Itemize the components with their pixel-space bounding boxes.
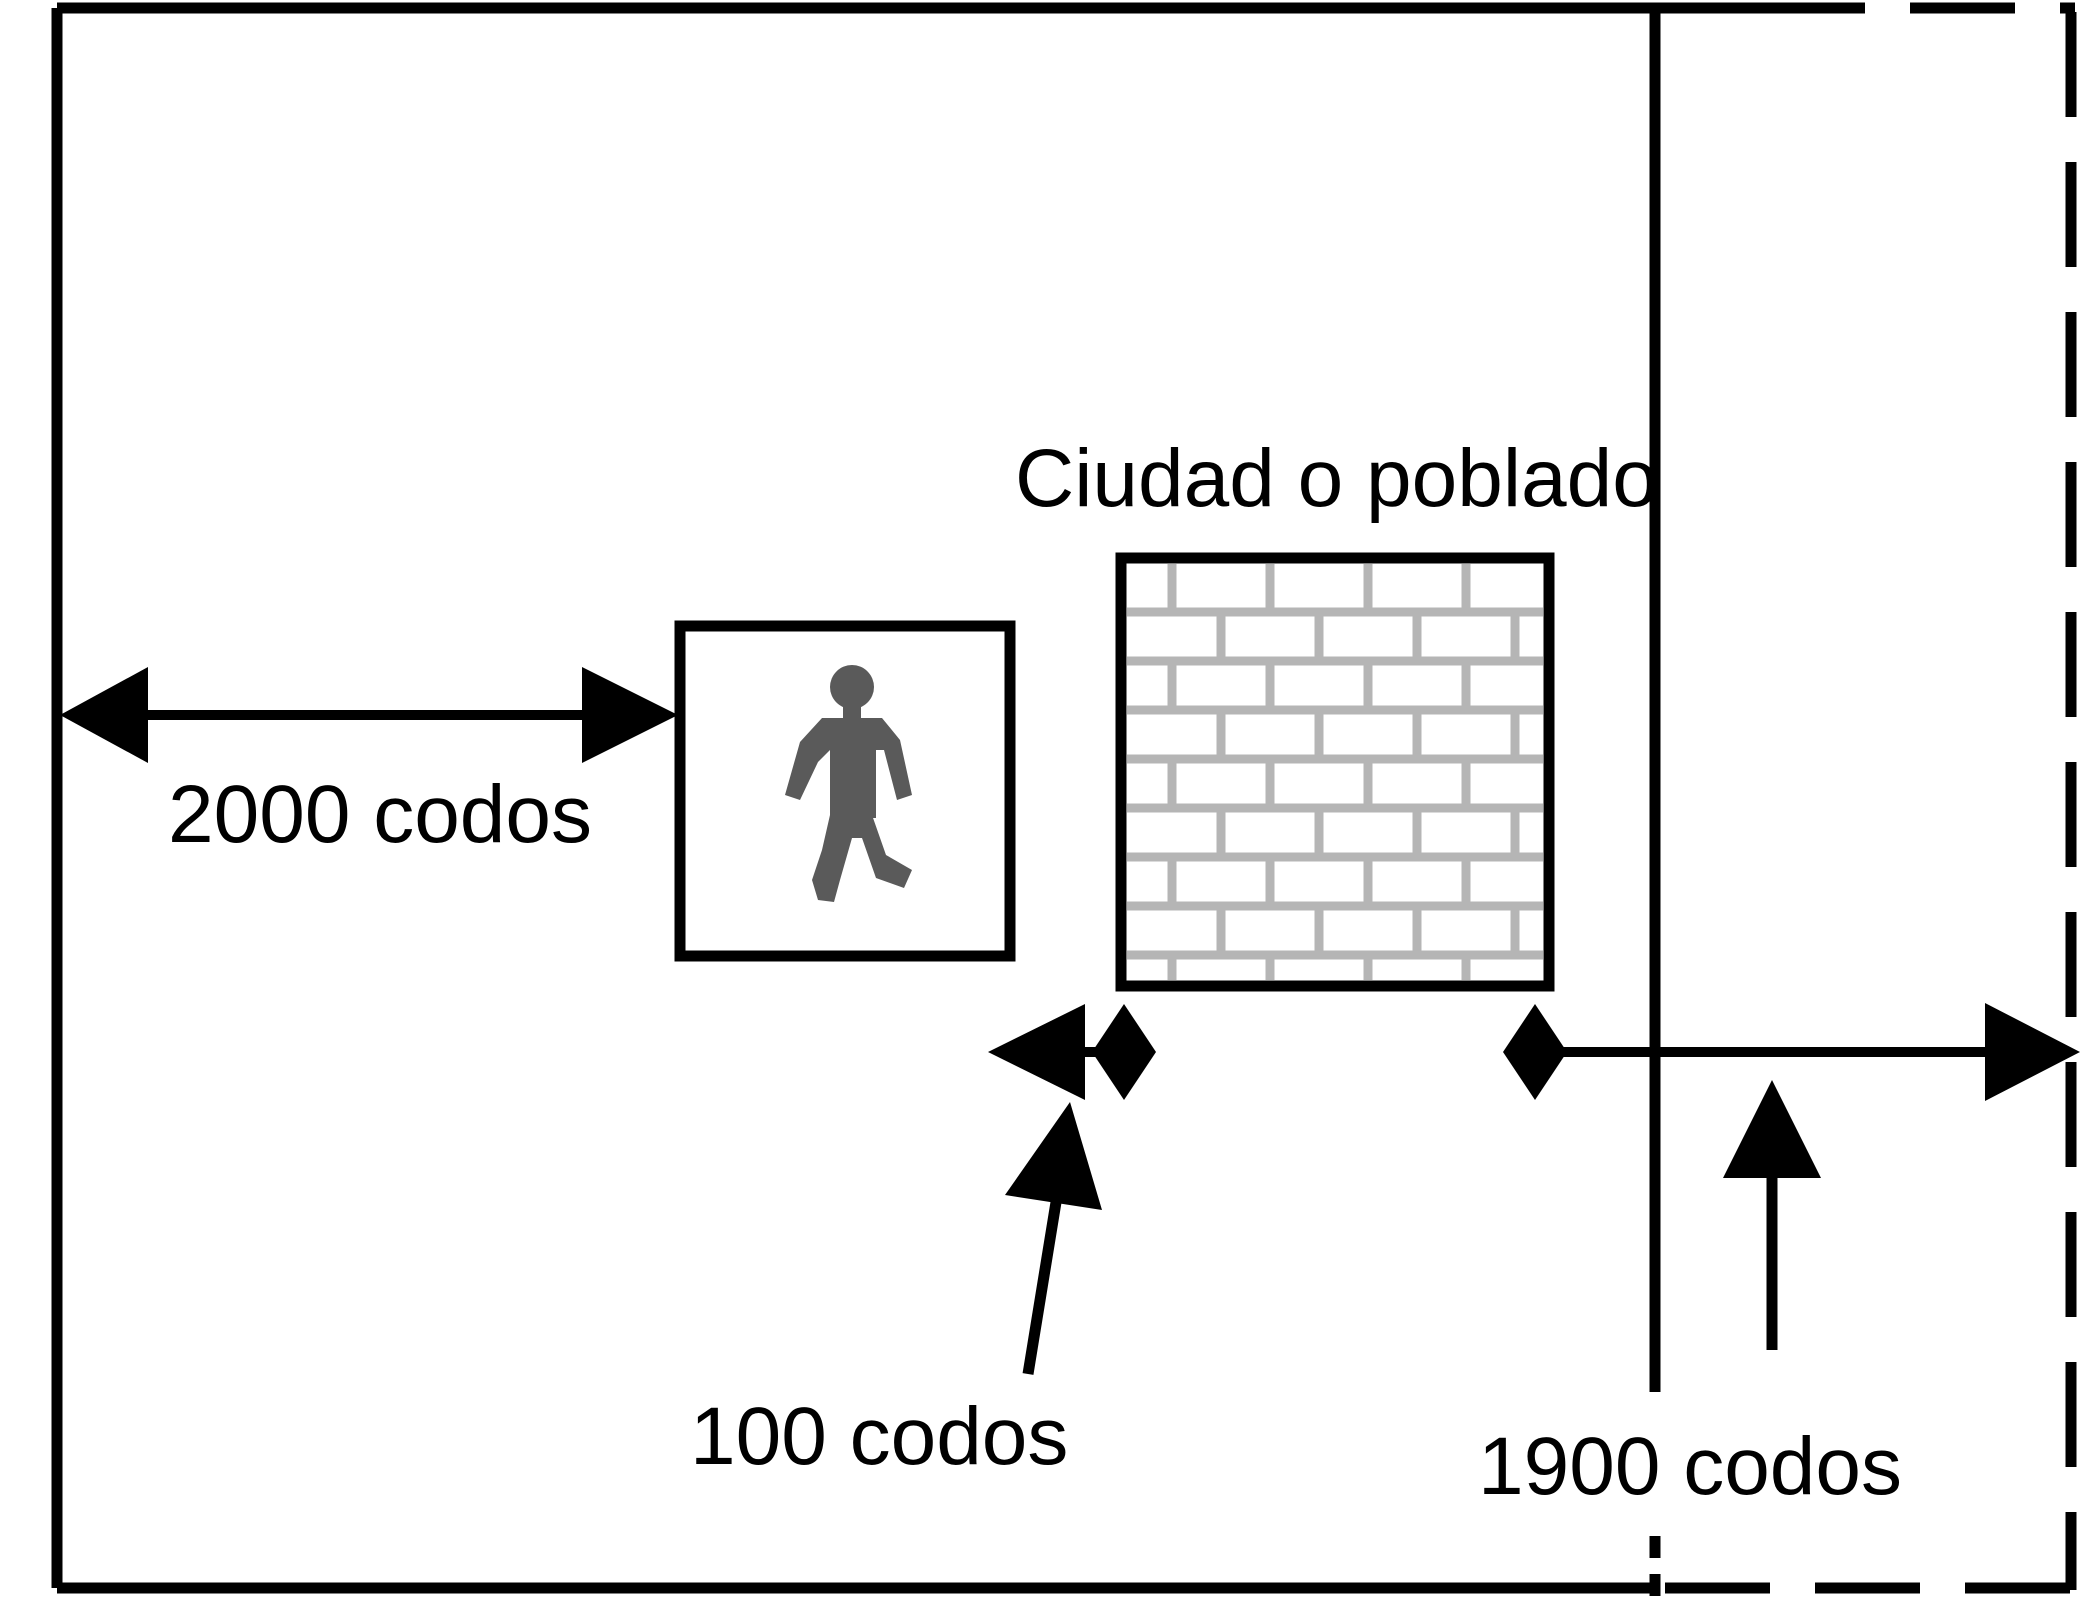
label-100-codos: 100 codos — [690, 1391, 1068, 1482]
arrow-100-codos — [988, 1004, 1156, 1100]
brick-wall-icon — [1127, 564, 1543, 980]
arrow-1900-codos — [1503, 1003, 2080, 1101]
walking-person-icon — [785, 665, 912, 902]
outer-boundary — [51, 2, 1760, 1594]
pointer-arrow-1900-codos — [1723, 1080, 1821, 1350]
label-2000-codos: 2000 codos — [168, 769, 592, 860]
arrow-2000-codos — [60, 667, 678, 763]
label-city: Ciudad o poblado — [1015, 433, 1658, 524]
pointer-arrow-100-codos — [1005, 1102, 1102, 1375]
city-box — [1115, 552, 1555, 992]
label-1900-codos: 1900 codos — [1478, 1421, 1902, 1512]
person-box — [674, 620, 1016, 962]
extended-boundary-dashed — [1665, 2, 2077, 1594]
